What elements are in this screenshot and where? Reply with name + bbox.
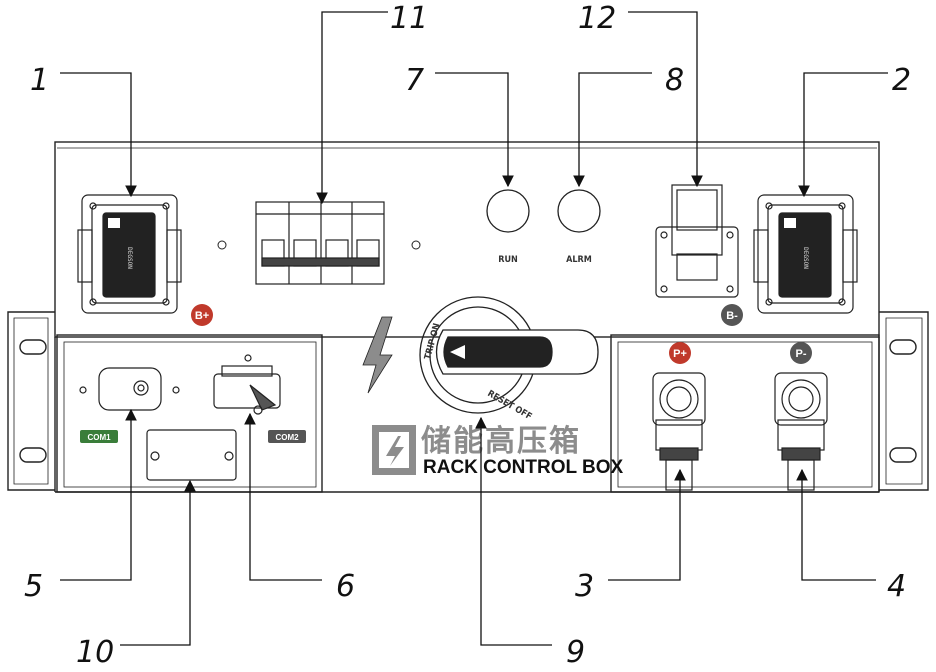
leader-5 xyxy=(60,408,137,581)
svg-text:DEGSON: DEGSON xyxy=(126,247,133,269)
leader-9 xyxy=(475,416,552,646)
p-plus-label: P+ xyxy=(673,348,687,360)
svg-text:DEGSON: DEGSON xyxy=(802,247,809,269)
leader-2 xyxy=(798,72,888,198)
leader-3 xyxy=(608,468,686,581)
connector-b-plus: DEGSON xyxy=(77,194,182,314)
callout-2: 2 xyxy=(892,63,911,98)
title-cn: 储能高压箱 xyxy=(421,424,581,459)
cover-plate xyxy=(146,429,237,481)
callout-6: 6 xyxy=(336,569,355,604)
brand-logo xyxy=(372,425,416,475)
rotary-switch xyxy=(419,296,599,414)
com1-label: COM1 xyxy=(87,433,111,442)
terminal-badge-p-minus: P- xyxy=(790,342,812,364)
p-minus-dot xyxy=(790,342,812,364)
leader-1 xyxy=(60,72,137,198)
p-minus-label: P- xyxy=(796,348,807,360)
leader-4 xyxy=(796,468,876,581)
connector-p-plus xyxy=(652,372,706,491)
signal-connector xyxy=(655,184,739,298)
callout-11: 11 xyxy=(390,1,428,36)
lower-left-bay xyxy=(56,334,323,493)
com1-badge xyxy=(80,430,118,443)
run-indicator xyxy=(486,189,530,233)
leader-12 xyxy=(628,11,703,188)
mount-ear-left xyxy=(7,311,55,491)
leader-lines xyxy=(60,11,888,646)
lightning-icon xyxy=(362,316,393,394)
leader-8 xyxy=(573,72,652,188)
title-en: RACK CONTROL BOX xyxy=(423,457,624,478)
com2-badge xyxy=(268,430,306,443)
connector-p-minus xyxy=(774,372,828,491)
circuit-breaker xyxy=(255,201,385,285)
lower-right-bay xyxy=(610,334,880,493)
callout-12: 12 xyxy=(578,1,616,36)
screw-icon xyxy=(411,240,421,250)
b-minus-label: B- xyxy=(726,310,738,322)
callout-10: 10 xyxy=(76,635,114,670)
callout-4: 4 xyxy=(887,569,906,604)
reset-off-label: RESET OFF xyxy=(486,389,534,422)
callout-1: 1 xyxy=(30,63,49,98)
run-label: RUN xyxy=(498,255,518,265)
p-plus-dot xyxy=(669,342,691,364)
callout-9: 9 xyxy=(566,635,585,670)
leader-11 xyxy=(316,11,388,205)
alarm-label: ALRM xyxy=(566,255,592,265)
connector-b-minus: DEGSON xyxy=(753,194,858,314)
com2-label: COM2 xyxy=(275,433,299,442)
screw-icon xyxy=(217,240,227,250)
alarm-indicator xyxy=(557,189,601,233)
com1-port xyxy=(79,367,180,411)
mount-ear-right xyxy=(879,311,929,491)
callout-7: 7 xyxy=(405,63,424,98)
terminal-badge-b-minus: B- xyxy=(721,304,743,326)
callout-3: 3 xyxy=(575,569,594,604)
terminal-badge-b-plus: B+ xyxy=(191,304,213,326)
callout-5: 5 xyxy=(24,569,43,604)
b-plus-dot xyxy=(191,304,213,326)
com2-port xyxy=(213,354,281,415)
leader-7 xyxy=(435,72,514,188)
leader-6 xyxy=(244,412,322,581)
b-plus-label: B+ xyxy=(195,310,209,322)
b-minus-dot xyxy=(721,304,743,326)
leader-10 xyxy=(120,479,196,646)
terminal-badge-p-plus: P+ xyxy=(669,342,691,364)
callout-8: 8 xyxy=(665,63,684,98)
